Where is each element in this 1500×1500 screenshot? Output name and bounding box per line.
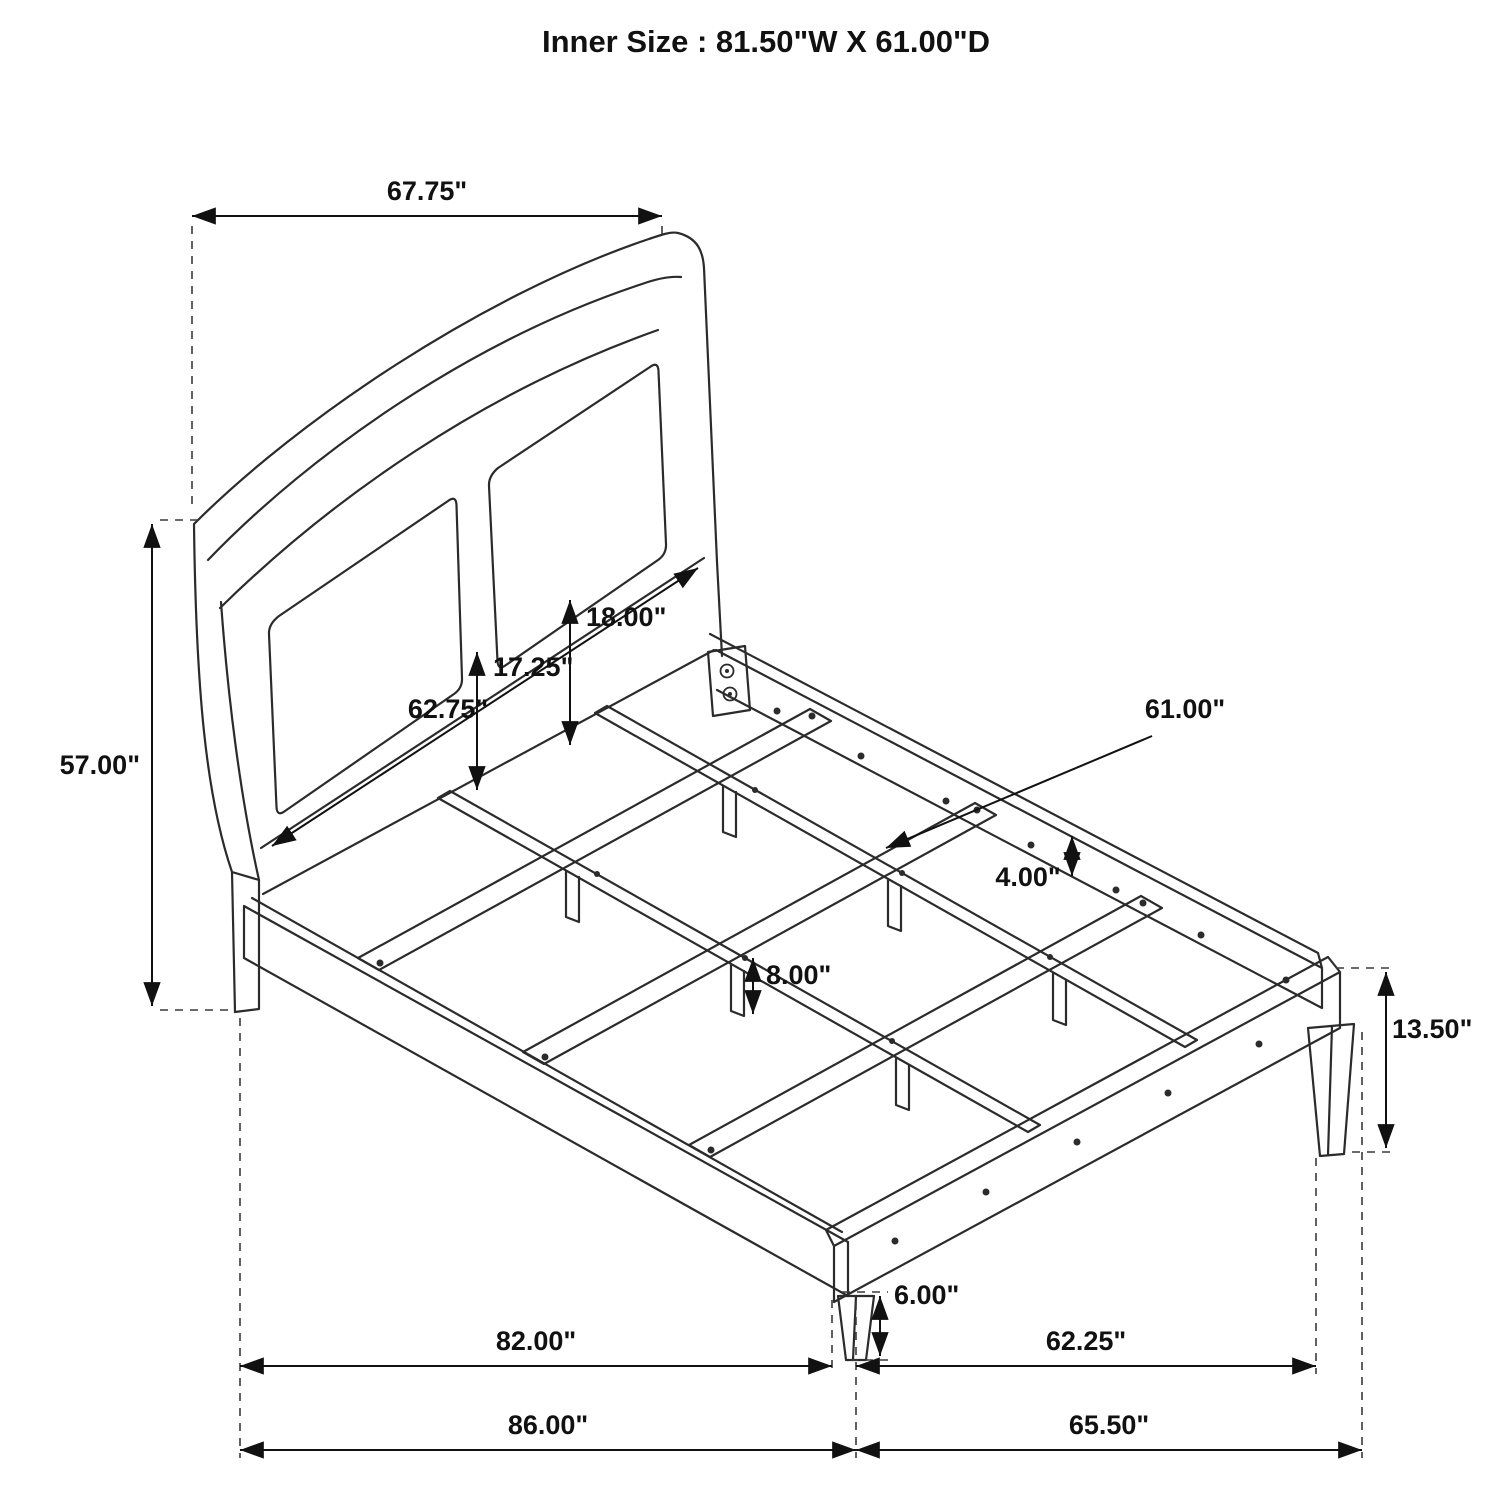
bracket-hole-center xyxy=(725,669,729,673)
foot-rail-screws xyxy=(891,1040,1263,1245)
dim-foot-inner-width: 62.25" xyxy=(856,1326,1316,1375)
headboard-face-top-edge xyxy=(218,328,660,610)
headboard-panel-right xyxy=(487,363,668,669)
center-rail-1-legs xyxy=(564,869,911,1112)
dim-headboard-inner-width-label: 62.75" xyxy=(408,694,488,724)
headboard-left-post xyxy=(230,870,261,1014)
dim-center-leg-height: 8.00" xyxy=(744,958,831,1014)
bed-drawing xyxy=(192,231,1356,1362)
dim-foot-leg-height: 13.50" xyxy=(1336,967,1472,1153)
dim-slat-length-label: 61.00" xyxy=(1145,694,1225,724)
inner-size-title: Inner Size : 81.50"W X 61.00"D xyxy=(542,24,990,59)
dim-slat-length: 61.00" xyxy=(885,694,1225,849)
dim-near-leg-height-label: 6.00" xyxy=(894,1280,959,1310)
dim-rail-height: 4.00" xyxy=(995,836,1081,892)
dim-panel-height: 18.00" xyxy=(561,600,666,745)
dim-overall-width: 65.50" xyxy=(856,1410,1362,1459)
headboard-outline xyxy=(192,231,724,1014)
dim-near-leg-height: 6.00" xyxy=(842,1280,959,1361)
dim-rail-length: 82.00" xyxy=(239,1326,832,1375)
dim-headboard-width: 67.75" xyxy=(191,176,663,506)
center-rail-2 xyxy=(593,704,1199,1049)
far-rail-screws xyxy=(773,707,1290,984)
dim-headboard-inner-width: 62.75" xyxy=(271,567,699,847)
near-side-rail xyxy=(242,896,850,1298)
far-foot-leg xyxy=(1306,1022,1356,1158)
dim-headboard-height: 57.00" xyxy=(60,519,236,1011)
headboard-left-face-edge xyxy=(219,600,261,882)
bracket-hole-center xyxy=(728,692,732,696)
slat-2 xyxy=(521,801,998,1066)
foot-rail xyxy=(824,955,1342,1304)
headboard-bottom-edge xyxy=(261,648,716,896)
slat-1 xyxy=(356,707,833,972)
dim-rail-height-label: 4.00" xyxy=(995,862,1060,892)
dim-center-leg-height-label: 8.00" xyxy=(766,960,831,990)
dim-foot-inner-width-label: 62.25" xyxy=(1046,1326,1126,1356)
bracket-hole-icon xyxy=(719,663,735,679)
headboard-rail-bracket xyxy=(706,644,752,718)
headboard-panel-left xyxy=(267,497,464,815)
dim-panel-height-label: 18.00" xyxy=(586,602,666,632)
dim-headboard-width-label: 67.75" xyxy=(387,176,467,206)
dim-overall-length: 86.00" xyxy=(239,1410,856,1459)
dim-foot-leg-height-label: 13.50" xyxy=(1392,1014,1472,1044)
bottom-extension-lines xyxy=(239,1018,1363,1458)
slat-3 xyxy=(687,894,1164,1159)
center-rail-2-legs xyxy=(721,784,1068,1027)
center-rail-1 xyxy=(436,789,1042,1134)
headboard-roll-edge xyxy=(206,275,683,562)
dimension-annotations: 67.75" 57.00" 18.00" 17.25" 62.75" 61.00… xyxy=(60,176,1472,1459)
dim-rail-length-label: 82.00" xyxy=(496,1326,576,1356)
dim-overall-width-label: 65.50" xyxy=(1069,1410,1149,1440)
dim-headboard-height-label: 57.00" xyxy=(60,750,140,780)
dim-overall-length-label: 86.00" xyxy=(508,1410,588,1440)
